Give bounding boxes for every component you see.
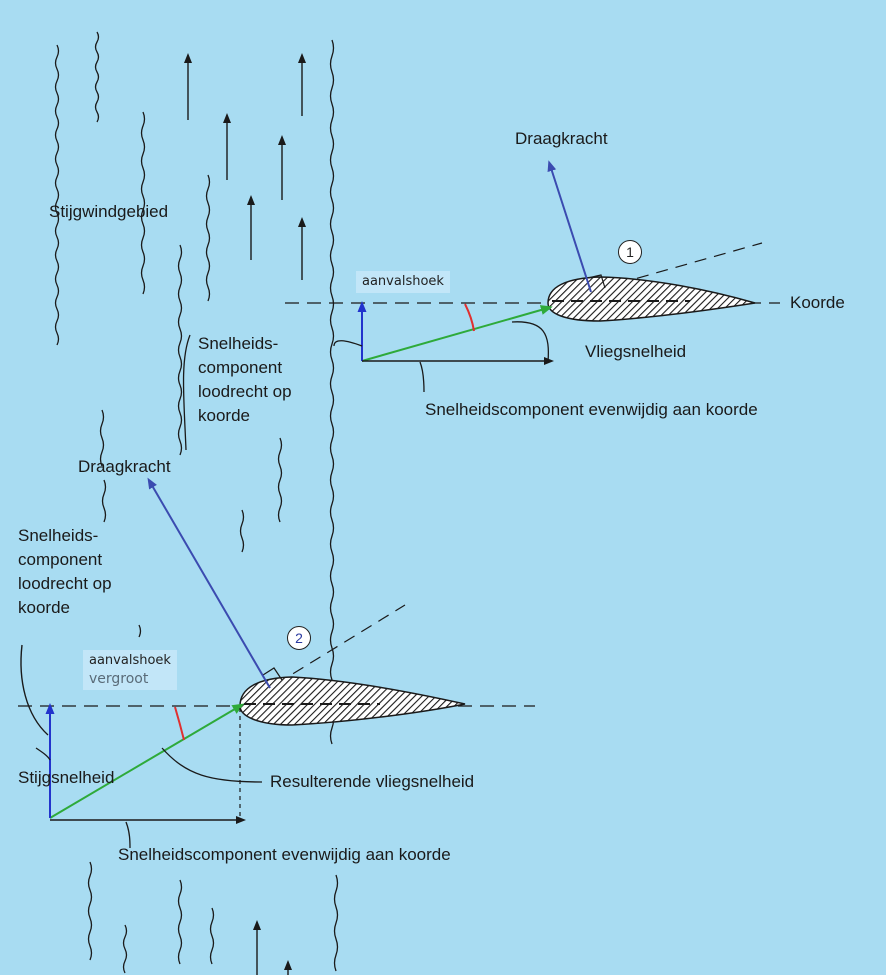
leader-flight-speed [511, 321, 550, 363]
updraft-line [99, 409, 105, 467]
label-lift-bottom: Draagkracht [78, 457, 171, 476]
updraft-lines [54, 31, 339, 974]
flight-speed-vector-bottom [49, 703, 245, 819]
updraft-line [329, 39, 335, 745]
label-lift-top: Draagkracht [515, 129, 608, 148]
updraft-line [209, 907, 215, 965]
leader-parallel [419, 361, 425, 393]
label-perp-left-line: loodrecht op [18, 574, 112, 593]
updraft-line [205, 174, 211, 302]
updraft-line [138, 624, 142, 638]
label-chord: Koorde [790, 293, 845, 312]
label-perp-mid: Snelheids- component loodrecht op koorde [198, 332, 292, 428]
updraft-line [140, 111, 146, 295]
bracket-perp-mid [182, 334, 191, 451]
label-climb-speed: Stijgsnelheid [18, 768, 115, 787]
updraft-line [277, 437, 283, 523]
label-angle-bottom-text: aanvalshoek [89, 653, 171, 668]
lift-vector-top [547, 160, 592, 293]
angle-arc-bottom [174, 706, 185, 741]
airfoil-top-group [285, 160, 780, 393]
airfoil-bottom-group [18, 477, 535, 849]
label-perp-mid-line: component [198, 358, 283, 377]
updraft-line [239, 509, 245, 553]
label-perp-mid-line: koorde [198, 406, 250, 425]
updraft-arrows [184, 53, 306, 975]
lift-vector-bottom [147, 477, 271, 689]
label-perp-left: Snelheids- component loodrecht op koorde [18, 524, 112, 620]
label-perp-left-line: koorde [18, 598, 70, 617]
label-flight-speed: Vliegsnelheid [585, 342, 687, 361]
leader-resulting [161, 747, 263, 783]
label-angle-top-text: aanvalshoek [362, 274, 444, 289]
updraft-line [101, 479, 107, 523]
updraft-line [177, 879, 183, 965]
label-perp-mid-line: loodrecht op [198, 382, 292, 401]
right-angle-mark [262, 667, 283, 681]
label-angle-bottom: aanvalshoek vergroot [83, 650, 177, 690]
updraft-line [54, 44, 60, 346]
label-parallel-bottom: Snelheidscomponent evenwijdig aan koorde [118, 845, 451, 864]
label-angle-top: aanvalshoek [356, 271, 450, 293]
label-parallel-top: Snelheidscomponent evenwijdig aan koorde [425, 400, 758, 419]
incidence-extension-line [559, 242, 763, 301]
label-angle-bottom-sub: vergroot [89, 671, 149, 687]
label-perp-left-line: component [18, 550, 103, 569]
right-angle-mark [587, 274, 606, 289]
updraft-line [94, 31, 100, 123]
leader-perp-top [333, 340, 363, 347]
flight-speed-vector-top [361, 305, 553, 362]
leader-climb [35, 747, 51, 761]
updraft-line [122, 924, 128, 974]
label-perp-mid-line: Snelheids- [198, 334, 279, 353]
label-perp-left-line: Snelheids- [18, 526, 99, 545]
marker-top: 1 [618, 240, 642, 264]
airfoil-top [547, 276, 756, 322]
label-updraft-area: Stijgwindgebied [49, 202, 169, 221]
label-resulting-speed: Resulterende vliegsnelheid [270, 772, 475, 791]
updraft-line [333, 874, 339, 972]
angle-arc-top [464, 303, 475, 332]
airfoil-bottom [239, 676, 466, 726]
updraft-line [177, 244, 183, 456]
updraft-line [87, 861, 93, 961]
leader-parallel-bottom [125, 821, 131, 849]
leader-perp-left [20, 644, 49, 736]
marker-bottom: 2 [287, 626, 311, 650]
